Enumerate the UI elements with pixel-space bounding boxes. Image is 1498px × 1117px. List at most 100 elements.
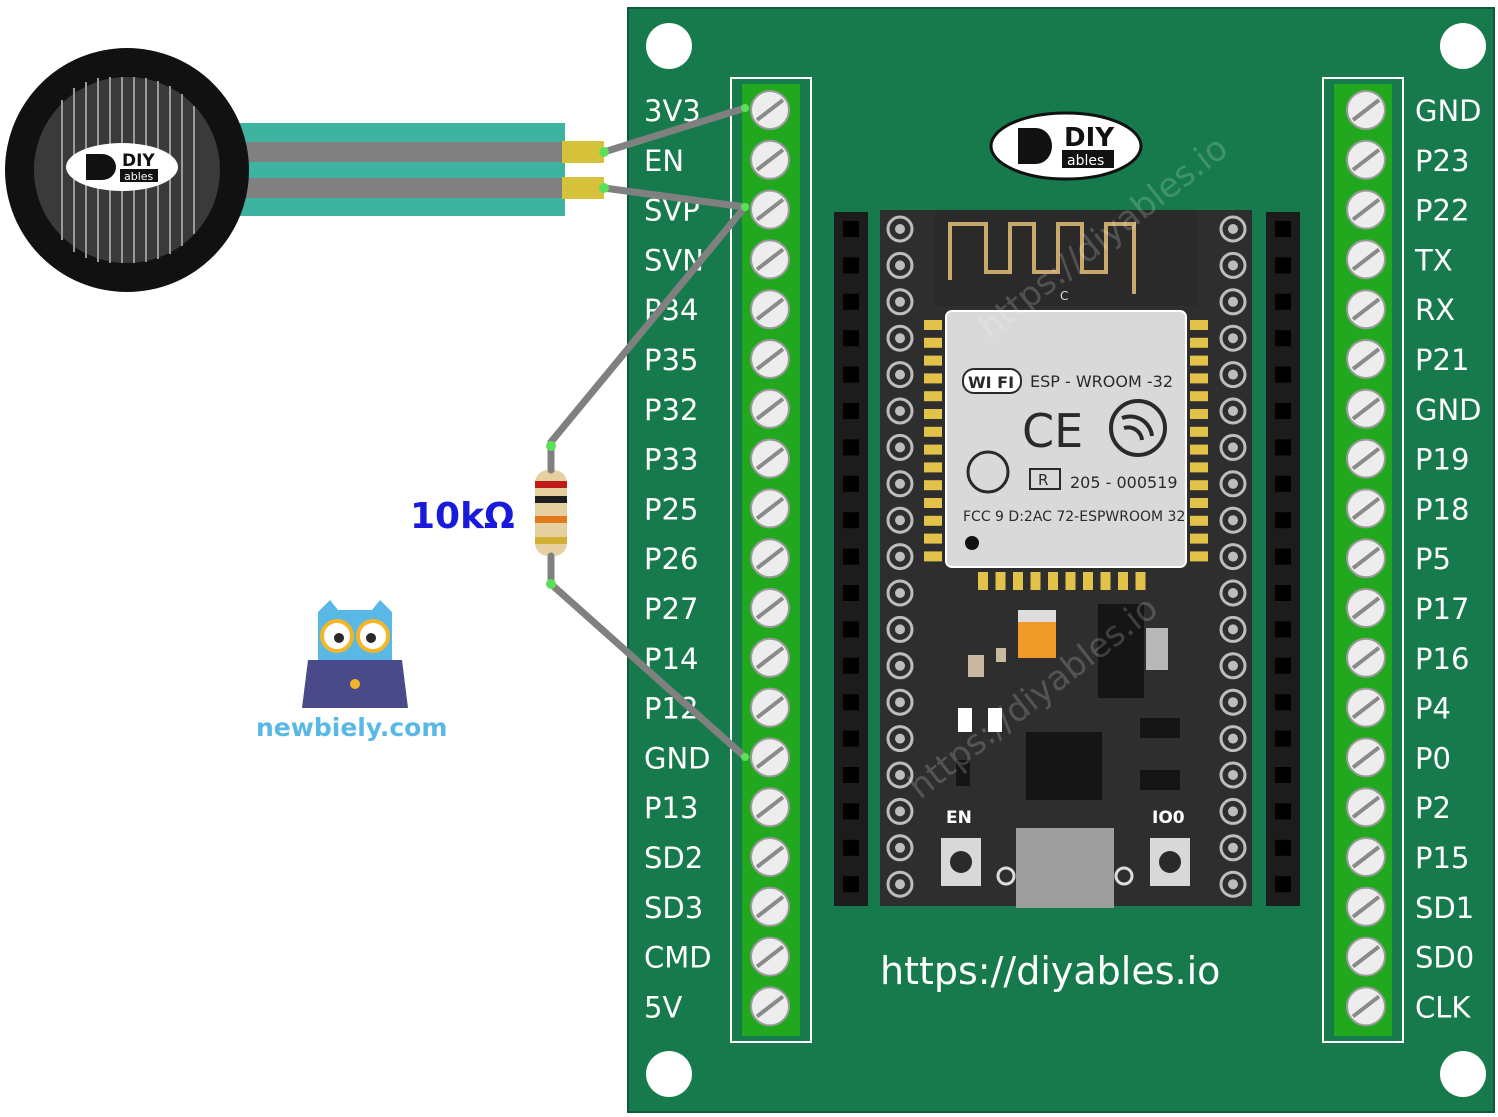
- module-pad: [995, 572, 1006, 590]
- pin-ring: [886, 652, 914, 680]
- terminal-screw: [750, 139, 790, 180]
- terminal-screw: [1346, 538, 1386, 579]
- led-2: [988, 708, 1002, 732]
- module-pad: [1190, 480, 1208, 491]
- module-pad: [1190, 337, 1208, 348]
- pin-ring: [886, 761, 914, 789]
- module-pad: [1083, 572, 1093, 590]
- pin-label: GND: [644, 741, 711, 775]
- header-hole: [1275, 366, 1291, 383]
- regulator-tab: [1146, 628, 1168, 670]
- header-hole: [843, 803, 859, 820]
- espressif-logo-arcs: [1121, 414, 1154, 441]
- header-hole: [1275, 803, 1291, 820]
- pin-ring: [1219, 215, 1247, 243]
- header-hole: [843, 876, 859, 893]
- module-pad: [1100, 572, 1111, 590]
- sensor-lead-1: [220, 142, 565, 162]
- left-pin-labels: 3V3ENSVPSVNP34P35P32P33P25P26P27P14P12GN…: [644, 94, 712, 1024]
- antenna-mark: C: [1060, 289, 1068, 303]
- resistor: 10kΩ: [410, 470, 567, 556]
- pin-ring: [1219, 506, 1247, 534]
- pin-label: RX: [1415, 293, 1455, 327]
- mount-hole-top-left: [646, 23, 692, 69]
- resistor-band-2: [535, 496, 567, 503]
- mount-hole-bottom-right: [1440, 1051, 1486, 1097]
- terminal-screw: [1346, 837, 1386, 877]
- module-pad: [1190, 373, 1208, 384]
- pin-ring: [1219, 251, 1247, 279]
- diode: [956, 760, 970, 786]
- pin-label: P23: [1415, 144, 1469, 178]
- pin-label: P25: [644, 492, 698, 526]
- pin-ring: [886, 688, 914, 716]
- owl-pupil-right: [366, 633, 376, 643]
- terminal-screw: [750, 737, 790, 778]
- module-pad: [1048, 572, 1058, 590]
- module-pad: [924, 444, 942, 455]
- led-1: [958, 708, 972, 732]
- header-hole: [1275, 330, 1291, 347]
- header-hole: [843, 512, 859, 529]
- pin-label: 5V: [644, 990, 682, 1024]
- terminal-screw: [750, 637, 790, 678]
- terminal-screw: [1346, 289, 1386, 330]
- terminal-screw: [750, 538, 790, 579]
- sensor-logo-mark: [86, 154, 116, 180]
- resistor-body: [535, 470, 567, 556]
- pin-label: P22: [1415, 194, 1469, 228]
- module-pad: [1013, 572, 1023, 590]
- header-hole: [1275, 548, 1291, 565]
- newbiely-logo: newbiely.com: [256, 600, 447, 742]
- usb-mount-left: [996, 866, 1016, 886]
- pin-label: P15: [1415, 841, 1469, 875]
- header-hole: [1275, 621, 1291, 638]
- module-pad: [1190, 444, 1208, 455]
- pin-ring: [886, 797, 914, 825]
- pin-ring: [1219, 324, 1247, 352]
- tantalum-capacitor-cap: [1018, 610, 1056, 622]
- pin-ring: [886, 834, 914, 862]
- module-pad: [1190, 533, 1208, 544]
- module-pad: [924, 320, 942, 330]
- terminal-screw: [750, 388, 790, 429]
- terminal-screw: [1346, 438, 1386, 479]
- button-en-cap: [950, 851, 972, 873]
- header-hole: [843, 621, 859, 638]
- pin-ring: [1219, 725, 1247, 753]
- module-pad: [924, 337, 942, 348]
- owl-pupil-left: [334, 633, 344, 643]
- pin-label: P2: [1415, 791, 1451, 825]
- module-pad: [1118, 572, 1128, 590]
- module-pad: [1190, 355, 1208, 366]
- reg-mark: R: [1038, 471, 1048, 489]
- terminal-screw: [1346, 189, 1386, 230]
- header-hole: [843, 403, 859, 419]
- header-hole: [1275, 403, 1291, 419]
- pin-label: P5: [1415, 542, 1451, 576]
- terminal-screw: [1346, 637, 1386, 678]
- board-logo-mark: [1018, 128, 1052, 164]
- pin-label: P18: [1415, 492, 1469, 526]
- pin-ring: [886, 615, 914, 643]
- terminal-screw: [750, 986, 790, 1027]
- terminal-screw: [750, 189, 790, 230]
- pin-ring: [886, 288, 914, 316]
- espressif-logo: [1109, 399, 1167, 457]
- board-logo-bottom: ables: [1067, 153, 1104, 169]
- smd-resistor-1: [968, 655, 984, 677]
- left-terminal-screws: [750, 90, 790, 1027]
- terminal-screw: [1346, 936, 1386, 977]
- pin-ring: [1219, 797, 1247, 825]
- sensor-logo-bottom: ables: [124, 170, 154, 183]
- telec-mark: [966, 450, 1010, 494]
- header-hole: [1275, 439, 1291, 456]
- header-holes: [843, 221, 1291, 893]
- module-pad: [924, 515, 942, 526]
- pin-ring: [886, 397, 914, 425]
- module-pad: [1190, 426, 1208, 437]
- module-pad: [1065, 572, 1076, 590]
- resistor-band-3: [535, 516, 567, 523]
- module-pad: [1190, 409, 1208, 419]
- header-hole: [1275, 839, 1291, 856]
